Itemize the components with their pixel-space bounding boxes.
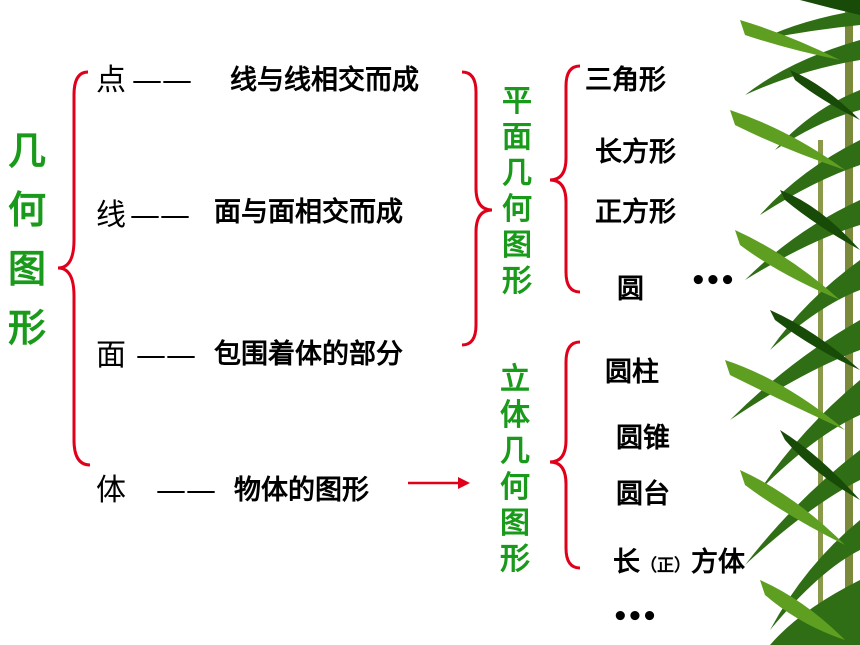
solid-shape-cone: 圆锥 (616, 423, 670, 454)
plane-shapes-bracket (549, 64, 581, 294)
element-solid: 体 —— (96, 465, 216, 509)
bamboo-decoration (725, 0, 860, 645)
element-dash: —— (132, 63, 192, 98)
solid-shape-cuboid: 长（正）方体 (613, 540, 745, 579)
element-surface: 面 —— (96, 330, 196, 374)
plane-shape-triangle: 三角形 (585, 65, 666, 96)
solid-ellipsis: ••• (612, 602, 658, 632)
cuboid-post: 方体 (691, 547, 745, 578)
element-name: 面 (96, 338, 126, 373)
arrow-to-solid (408, 477, 470, 489)
solid-shapes-bracket (549, 340, 581, 570)
main-title: 几何图形 (8, 129, 47, 350)
element-surface-desc: 包围着体的部分 (214, 339, 403, 370)
element-line: 线—— (96, 190, 190, 234)
element-name: 体 (96, 473, 126, 508)
element-point: 点—— (96, 55, 192, 99)
element-dash: —— (156, 473, 216, 508)
plane-title: 平面几何图形 (502, 84, 532, 299)
plane-shape-rectangle: 长方形 (595, 137, 676, 168)
main-bracket (57, 70, 91, 467)
solid-shape-frustum: 圆台 (616, 479, 670, 510)
plane-shape-square: 正方形 (595, 197, 676, 228)
element-solid-desc: 物体的图形 (234, 475, 369, 506)
cuboid-mid: （正） (640, 556, 691, 576)
element-dash: —— (136, 338, 196, 373)
cuboid-pre: 长 (613, 547, 640, 578)
element-dash: —— (130, 198, 190, 233)
element-name: 点 (96, 63, 126, 98)
plane-ellipsis: ••• (690, 266, 736, 296)
element-line-desc: 面与面相交而成 (214, 197, 403, 228)
plane-shape-circle: 圆 (617, 274, 644, 305)
element-point-desc: 线与线相交而成 (230, 65, 419, 96)
solid-shape-cylinder: 圆柱 (605, 357, 659, 388)
plane-group-bracket (461, 70, 493, 347)
element-name: 线 (96, 198, 126, 233)
solid-title: 立体几何图形 (500, 362, 530, 577)
